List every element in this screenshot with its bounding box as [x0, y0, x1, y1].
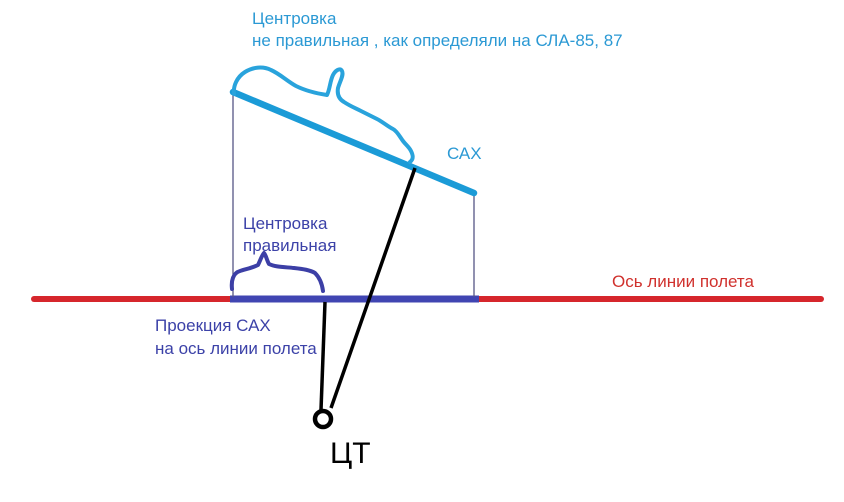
incorrect-centering-scribble [231, 65, 415, 164]
cg-plumb-line [319, 301, 327, 411]
correct-centering-label-line2: правильная [243, 236, 336, 255]
correct-centering-label-line1: Центровка [243, 214, 328, 233]
cg-circle [312, 408, 334, 430]
sah-projection-label-line2: на ось линии полета [155, 339, 317, 358]
correct-centering-brace [229, 251, 325, 293]
sah-line [229, 88, 478, 197]
sah-projection-label-line1: Проекция САХ [155, 316, 271, 335]
cg-label: ЦТ [330, 437, 371, 470]
flight-axis-label: Ось линии полета [612, 272, 755, 291]
incorrect-centering-note-line2: не правильная , как определяли на СЛА-85… [252, 31, 623, 50]
cg-to-sah-line [329, 167, 417, 409]
sah-label: САХ [447, 144, 482, 163]
incorrect-centering-note-line1: Центровка [252, 9, 337, 28]
